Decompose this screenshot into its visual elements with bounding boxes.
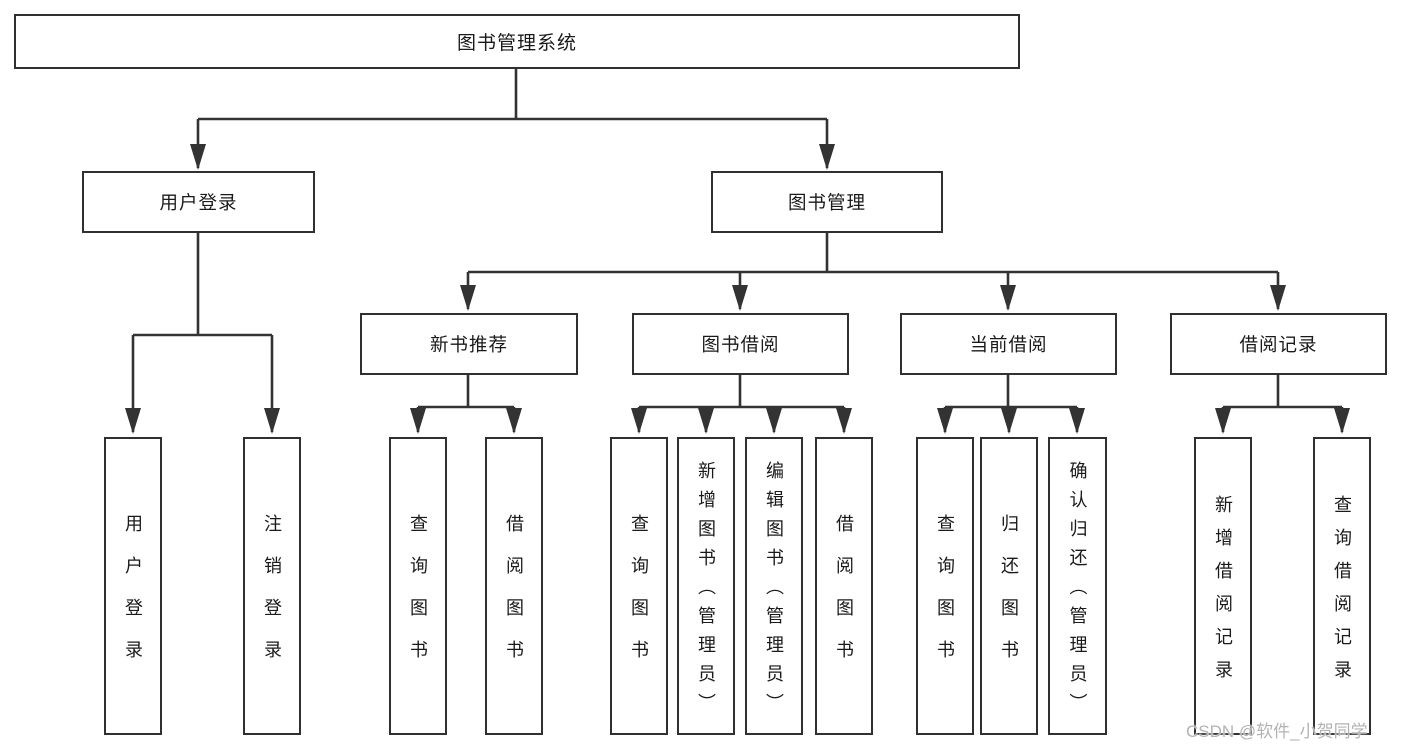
leaf-edit-books-admin: 编辑图书（管理员） [745,437,803,735]
node-book-management: 图书管理 [711,171,943,233]
leaf-query-books-borrowing: 查询图书 [610,437,668,735]
node-label: 当前借阅 [969,334,1048,355]
leaf-label: 查询图书 [408,514,428,682]
leaf-logout: 注销登录 [243,437,301,735]
node-label: 用户登录 [159,192,238,213]
leaf-label: 确认归还（管理员） [1067,461,1088,722]
leaf-label: 新增借阅记录 [1213,494,1233,693]
leaf-label: 编辑图书（管理员） [764,461,784,722]
leaf-label: 借阅图书 [504,514,524,682]
leaf-label: 新增图书（管理员） [696,461,716,722]
leaf-label: 查询借阅记录 [1332,494,1352,693]
leaf-query-books-recommend: 查询图书 [389,437,447,735]
leaf-user-login: 用户登录 [104,437,162,735]
leaf-borrow-books-recommend: 借阅图书 [485,437,543,735]
node-book-borrowing: 图书借阅 [632,313,849,375]
node-new-book-recommend: 新书推荐 [360,313,578,375]
leaf-label: 查询图书 [629,514,649,682]
leaf-borrow-books: 借阅图书 [815,437,873,735]
leaf-label: 用户登录 [123,514,143,682]
leaf-add-books-admin: 新增图书（管理员） [677,437,735,735]
leaf-query-books-current: 查询图书 [916,437,974,735]
connector-arrows [125,119,1350,434]
csdn-watermark: CSDN @软件_小贺同学 [1186,722,1368,741]
leaf-add-borrow-record: 新增借阅记录 [1194,437,1252,735]
node-label: 借阅记录 [1239,334,1318,355]
node-label: 新书推荐 [429,334,508,355]
leaf-query-borrow-record: 查询借阅记录 [1313,437,1371,735]
leaf-label: 归还图书 [999,514,1019,682]
leaf-return-books: 归还图书 [980,437,1038,735]
node-label: 图书借阅 [701,334,780,355]
leaf-label: 借阅图书 [834,514,854,682]
node-user-login: 用户登录 [82,171,315,233]
node-library-management-system: 图书管理系统 [14,14,1020,69]
leaf-label: 查询图书 [935,514,955,682]
leaf-label: 注销登录 [262,514,282,682]
node-label: 图书管理 [787,192,866,213]
node-label: 图书管理系统 [456,33,577,54]
leaf-confirm-return-admin: 确认归还（管理员） [1048,437,1107,735]
node-borrowing-records: 借阅记录 [1170,313,1387,375]
node-current-borrowing: 当前借阅 [900,313,1117,375]
